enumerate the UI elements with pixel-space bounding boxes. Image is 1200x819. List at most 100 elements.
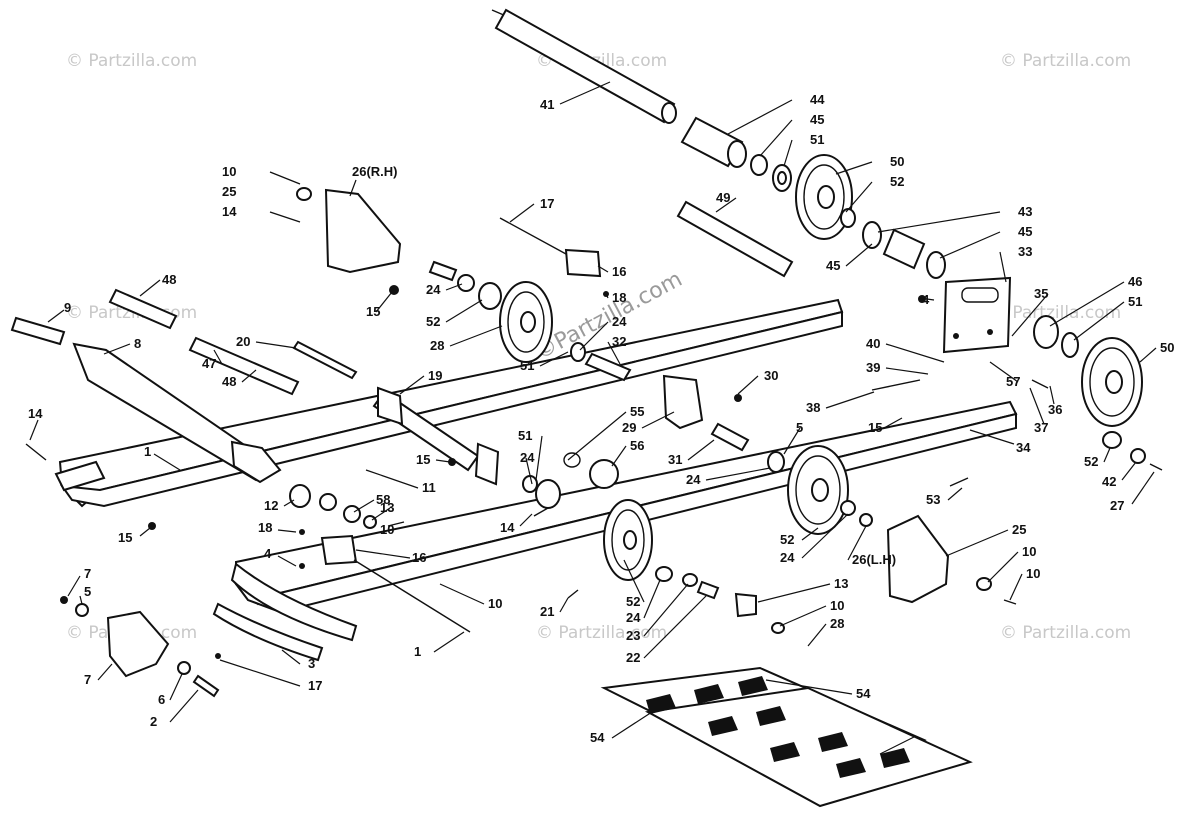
part-label: 28 [430,338,444,353]
mount-bracket-rh [296,187,502,310]
drive-track [600,666,973,808]
part-label: 32 [612,334,626,349]
part-label: 45 [826,258,840,273]
part-label: 38 [806,400,820,415]
part-label: 46 [1128,274,1142,289]
part-label: 39 [866,360,880,375]
part-label: 51 [1128,294,1142,309]
part-label: 47 [202,356,216,371]
leader-lines [29,81,1157,755]
part-label: 44 [810,92,825,107]
part-label: 27 [1110,498,1124,513]
part-label: 1 [414,644,421,659]
watermark: © Partzilla.com [990,303,1121,323]
part-label: 52 [1084,454,1098,469]
part-label: 10 [222,164,236,179]
cross-shafts [10,288,358,396]
watermark: © Partzilla.com [1000,51,1131,71]
part-label: 24 [686,472,701,487]
part-label: 3 [308,656,315,671]
part-label: 54 [856,686,871,701]
part-label: 14 [500,520,515,535]
axle-spacer [680,116,792,192]
idler-wheel-front [603,499,785,634]
part-label: 15 [416,452,430,467]
part-label: 14 [28,406,43,421]
bolts [25,171,1049,605]
watermark: © Partzilla.com [66,51,197,71]
part-label: 18 [612,290,626,305]
part-label: 26(R.H) [352,164,398,179]
part-label: 51 [810,132,824,147]
watermark: © Partzilla.com [1000,623,1131,643]
part-label: 35 [1034,286,1048,301]
part-labels: 41 44 45 51 50 52 43 45 33 45 49 17 16 1… [28,92,1174,745]
part-label: 48 [162,272,176,287]
part-label: 57 [1006,374,1020,389]
part-label: 25 [222,184,236,199]
part-label: 43 [1018,204,1032,219]
part-label: 13 [380,500,394,515]
part-label: 49 [716,190,730,205]
idler-wheel-right [1033,315,1163,471]
part-label: 45 [810,112,824,127]
part-label: 10 [380,522,394,537]
part-label: 17 [540,196,554,211]
part-label: 17 [308,678,322,693]
rear-shaft [676,200,794,278]
bearing-assembly [522,452,619,509]
bumper-block-lower [299,529,471,633]
front-bumper-block [60,596,220,698]
part-label: 16 [612,264,626,279]
part-label: 10 [830,598,844,613]
part-label: 40 [866,336,880,351]
part-label: 14 [222,204,237,219]
part-label: 11 [422,480,436,495]
part-label: 6 [158,692,165,707]
part-label: 51 [518,428,532,443]
part-label: 19 [428,368,442,383]
part-label: 10 [488,596,502,611]
part-label: 15 [118,530,132,545]
part-label: 50 [890,154,904,169]
part-label: 53 [926,492,940,507]
idler-wheel-upper [795,154,946,279]
part-label: 18 [258,520,272,535]
part-label: 24 [520,450,535,465]
part-label: 29 [622,420,636,435]
center-axle [372,352,750,486]
part-label: 48 [222,374,236,389]
part-label: 52 [426,314,440,329]
part-label: 2 [150,714,157,729]
watermark: © Partzilla.com [536,623,667,643]
part-label: 7 [84,672,91,687]
part-label: 23 [626,628,640,643]
part-label: 4 [264,546,272,561]
part-label: 31 [668,452,682,467]
part-label: 4 [922,292,930,307]
part-label: 56 [630,438,644,453]
part-label: 15 [868,420,882,435]
part-label: 1 [144,444,151,459]
part-label: 20 [236,334,250,349]
part-label: 25 [1012,522,1026,537]
part-label: 52 [780,532,794,547]
part-label: 52 [890,174,904,189]
part-label: 50 [1160,340,1174,355]
part-label: 34 [1016,440,1031,455]
part-label: 28 [830,616,844,631]
part-label: 37 [1034,420,1048,435]
part-label: 36 [1048,402,1062,417]
part-label: 55 [630,404,644,419]
part-label: 24 [626,610,641,625]
part-label: 10 [1026,566,1040,581]
front-axle-shaft [491,8,677,124]
part-label: 10 [1022,544,1036,559]
part-label: 24 [426,282,441,297]
part-label: 26(L.H) [852,552,896,567]
adjuster-plate [918,276,1012,354]
part-label: 8 [134,336,141,351]
part-label: 30 [764,368,778,383]
